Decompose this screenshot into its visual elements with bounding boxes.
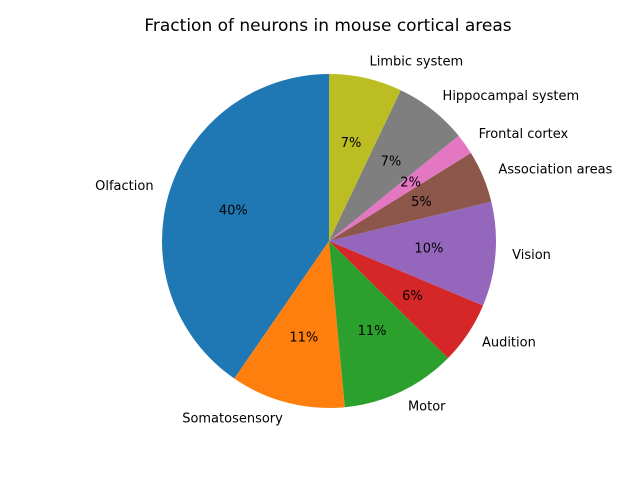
- slice-vision: [329, 201, 497, 306]
- slice-audition: [329, 241, 484, 359]
- slice-pct-association-areas: 5%: [411, 195, 432, 210]
- slice-pct-limbic-system: 7%: [341, 136, 362, 151]
- slice-label-association-areas: Association areas: [498, 163, 612, 178]
- slice-pct-audition: 6%: [402, 289, 423, 304]
- chart-title: Fraction of neurons in mouse cortical ar…: [144, 16, 511, 36]
- slice-label-somatosensory: Somatosensory: [182, 411, 283, 426]
- slice-label-motor: Motor: [408, 399, 446, 414]
- slice-pct-frontal-cortex: 2%: [400, 175, 421, 190]
- slice-association-areas: [329, 152, 492, 241]
- pie-labels: Olfaction 40% Somatosensory 11% Motor 11% Audi…: [95, 54, 612, 426]
- slice-pct-vision: 10%: [414, 241, 443, 256]
- slice-label-hippocampal-system: Hippocampal system: [443, 89, 580, 104]
- slice-label-limbic-system: Limbic system: [369, 54, 463, 69]
- slice-somatosensory: [234, 241, 345, 408]
- slice-limbic-system: [329, 74, 401, 241]
- pie-slices: [162, 74, 497, 408]
- slice-label-vision: Vision: [512, 248, 551, 263]
- slice-frontal-cortex: [329, 135, 471, 241]
- slice-hippocampal-system: [329, 90, 459, 241]
- slice-label-frontal-cortex: Frontal cortex: [479, 127, 569, 142]
- slice-pct-olfaction: 40%: [219, 204, 248, 219]
- slice-pct-somatosensory: 11%: [289, 330, 318, 345]
- slice-pct-motor: 11%: [358, 324, 387, 339]
- slice-olfaction: [162, 74, 329, 379]
- slice-label-olfaction: Olfaction: [95, 179, 153, 194]
- slice-motor: [329, 241, 449, 408]
- slice-label-audition: Audition: [482, 335, 536, 350]
- slice-pct-hippocampal-system: 7%: [381, 155, 402, 170]
